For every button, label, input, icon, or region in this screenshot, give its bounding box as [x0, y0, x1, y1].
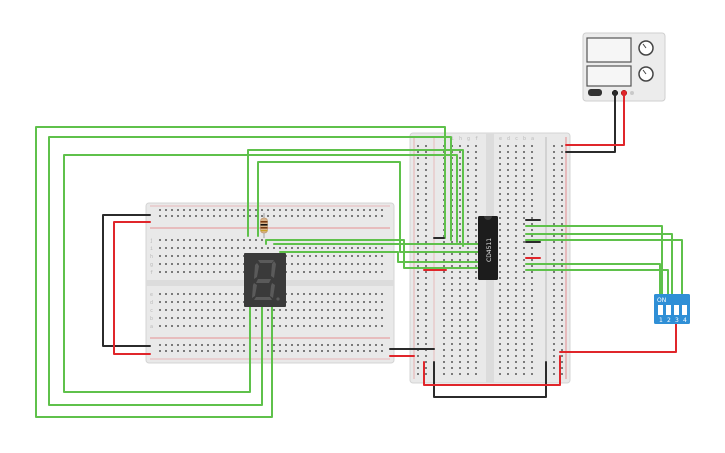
svg-text:b: b [523, 136, 526, 142]
svg-text:g: g [150, 262, 153, 268]
svg-text:i: i [150, 246, 153, 252]
svg-text:j: j [150, 238, 153, 244]
wire-black-bottom[interactable] [433, 361, 547, 398]
wire-green-h2[interactable] [279, 251, 479, 263]
svg-text:f: f [150, 270, 153, 276]
wire-green-dip-2[interactable] [525, 233, 673, 297]
dip-switch-1[interactable] [658, 305, 663, 315]
svg-text:h: h [150, 254, 153, 260]
dip-on-label: ON [657, 297, 666, 304]
current-display [586, 65, 632, 87]
svg-text:2: 2 [667, 317, 671, 324]
wire-green-outer-3[interactable] [63, 154, 458, 393]
wire-green-dip-5[interactable] [525, 269, 669, 297]
seven-segment-display[interactable] [244, 253, 286, 307]
dip-switch-2[interactable] [666, 305, 671, 315]
svg-text:c: c [515, 136, 518, 142]
wire-red-small-rail[interactable] [113, 221, 151, 355]
svg-text:a: a [150, 324, 153, 330]
svg-text:e: e [499, 136, 502, 142]
svg-text:d: d [507, 136, 510, 142]
dip-switch-4[interactable] [682, 305, 687, 315]
wire-green-dip-4[interactable] [525, 263, 661, 297]
svg-text:c: c [150, 308, 153, 314]
svg-text:g: g [467, 136, 470, 142]
wire-red-bottom[interactable] [423, 355, 561, 386]
resistor[interactable] [260, 213, 268, 238]
wire-green-h3[interactable] [265, 239, 479, 269]
wire-red-supply[interactable] [565, 92, 625, 146]
svg-text:4: 4 [683, 317, 687, 324]
row-labels-small: j i h g f e d c b a [150, 238, 153, 330]
ic-label: CD4511 [486, 238, 493, 262]
ground-terminal[interactable] [630, 91, 634, 95]
svg-text:i: i [451, 136, 454, 142]
svg-text:b: b [150, 316, 153, 322]
power-switch[interactable] [588, 89, 602, 96]
svg-text:f: f [475, 136, 478, 142]
wire-green-outer-1[interactable] [35, 126, 446, 418]
wire-black-small-rail[interactable] [102, 214, 151, 347]
segments [252, 260, 280, 301]
wire-green-inner-2[interactable] [257, 161, 479, 253]
svg-text:h: h [459, 136, 462, 142]
svg-text:d: d [150, 300, 153, 306]
dip-switch[interactable]: ON 1 2 3 4 [654, 294, 690, 324]
voltage-display [586, 37, 632, 63]
wires[interactable] [35, 92, 683, 418]
svg-text:3: 3 [675, 317, 679, 324]
wire-green-inner-1[interactable] [247, 149, 464, 247]
breadboard-small-holes [159, 209, 383, 352]
dip-switch-3[interactable] [674, 305, 679, 315]
wire-green-dip-3[interactable] [525, 239, 683, 297]
wire-black-supply[interactable] [565, 92, 616, 153]
ic-cd4511[interactable]: CD4511 [478, 216, 498, 280]
wire-green-dip-1[interactable] [525, 225, 663, 297]
wire-red-dip[interactable] [559, 321, 677, 353]
svg-text:1: 1 [659, 317, 663, 324]
power-supply[interactable] [582, 32, 666, 102]
svg-text:e: e [150, 292, 153, 298]
svg-text:a: a [531, 136, 534, 142]
